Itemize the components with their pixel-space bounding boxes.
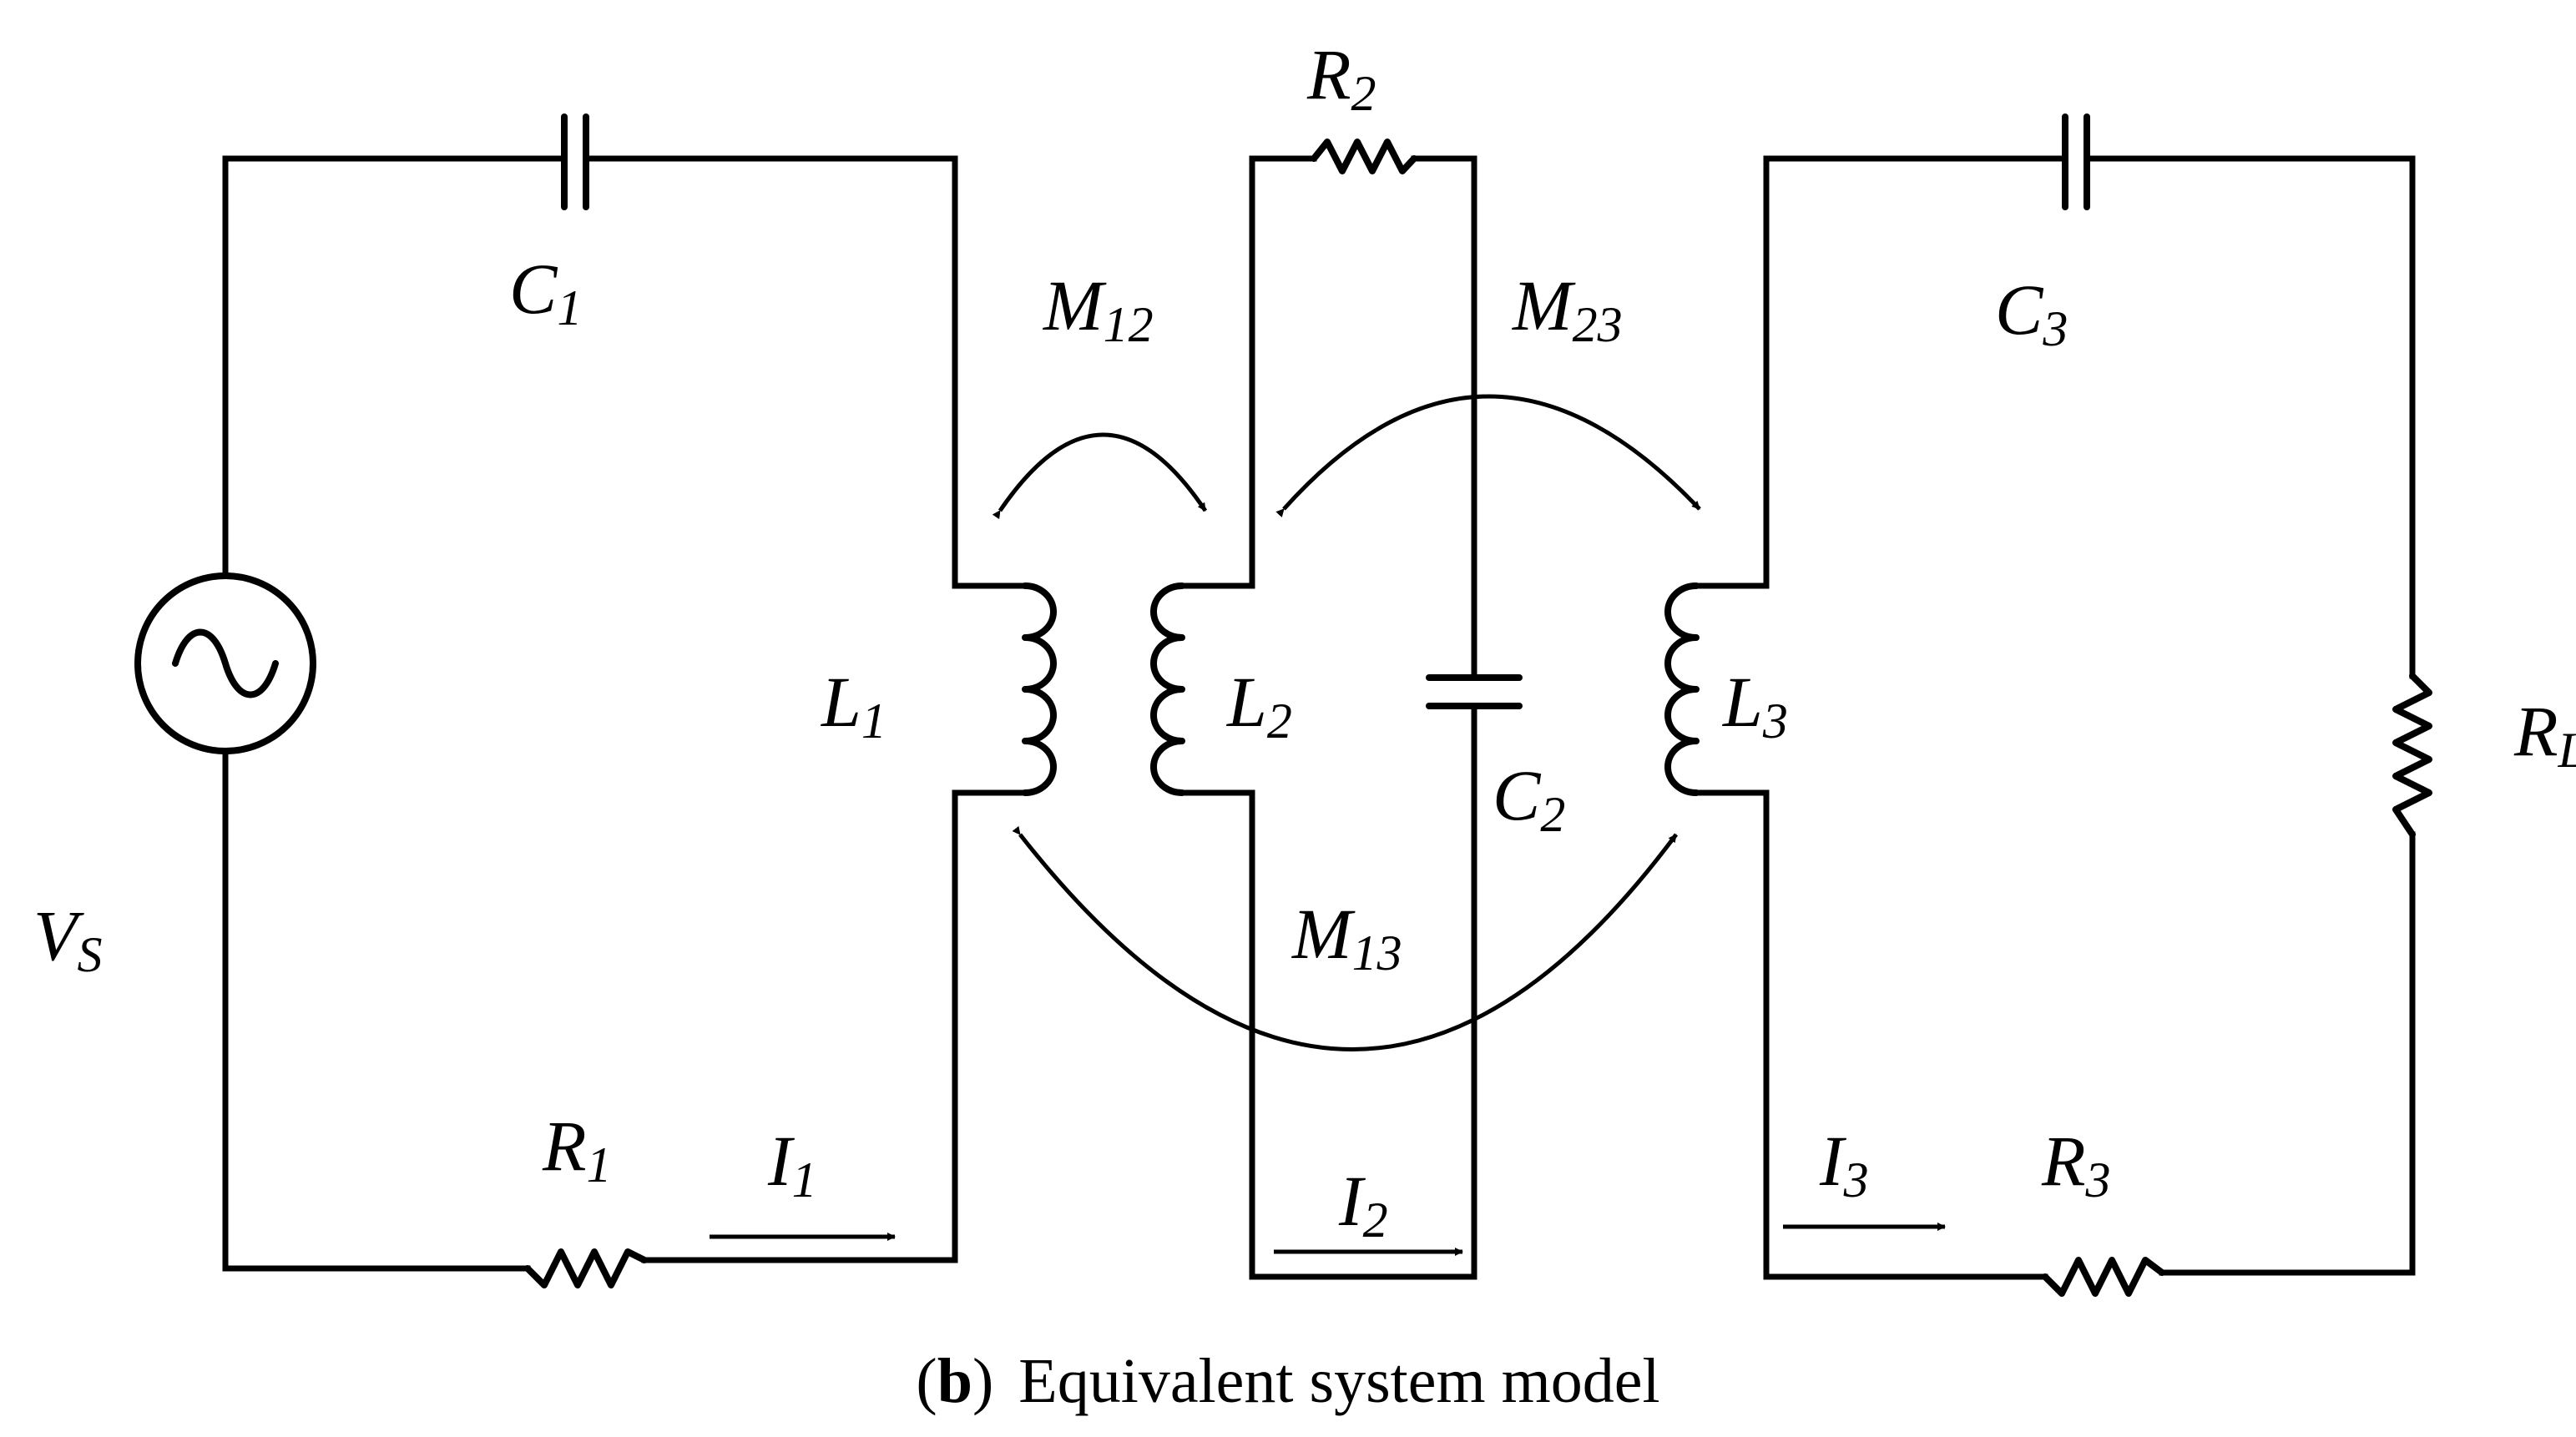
resistor-r2 — [1311, 139, 1417, 174]
inductor-l2 — [1150, 582, 1185, 796]
label-m23: M23 — [1511, 265, 1623, 352]
label-i1: I1 — [767, 1121, 817, 1208]
label-c1: C1 — [509, 249, 582, 335]
label-i3: I3 — [1819, 1121, 1869, 1208]
label-c3: C3 — [1995, 270, 2068, 356]
label-l2: L2 — [1225, 662, 1292, 749]
inductor-l3 — [1664, 582, 1700, 796]
resistor-rl — [2392, 673, 2432, 838]
mutual-m13-arc — [1012, 825, 1679, 1051]
label-r2: R2 — [1306, 34, 1376, 121]
loop-2 — [1150, 139, 1523, 1280]
voltage-source-vs — [134, 572, 316, 754]
mutual-m23-arc — [1275, 394, 1701, 518]
label-r1: R1 — [542, 1106, 612, 1192]
label-rl: RL — [2513, 691, 2576, 778]
label-l3: L3 — [1721, 662, 1788, 749]
capacitor-c3 — [2062, 113, 2090, 210]
label-m12: M12 — [1042, 265, 1154, 352]
loop1-wire — [222, 155, 1028, 1272]
inductor-l1 — [1022, 582, 1057, 796]
label-r3: R3 — [2041, 1121, 2111, 1208]
loop-1 — [134, 113, 1057, 1288]
mutual-m12-arc — [992, 432, 1208, 520]
capacitor-c1 — [561, 113, 589, 210]
loop2-wire — [1179, 155, 1477, 1280]
resistor-r1 — [524, 1248, 648, 1288]
figure-caption: (b)Equivalent system model — [916, 1346, 1659, 1416]
label-c2: C2 — [1493, 755, 1565, 842]
loop3-wire — [1693, 155, 2416, 1280]
label-l1: L1 — [820, 662, 886, 749]
loop-3 — [1664, 113, 2432, 1297]
label-vs: VS — [33, 895, 103, 982]
resistor-r3 — [2042, 1257, 2165, 1297]
label-m13: M13 — [1291, 894, 1402, 981]
capacitor-c2 — [1426, 674, 1523, 709]
label-i2: I2 — [1338, 1161, 1388, 1248]
